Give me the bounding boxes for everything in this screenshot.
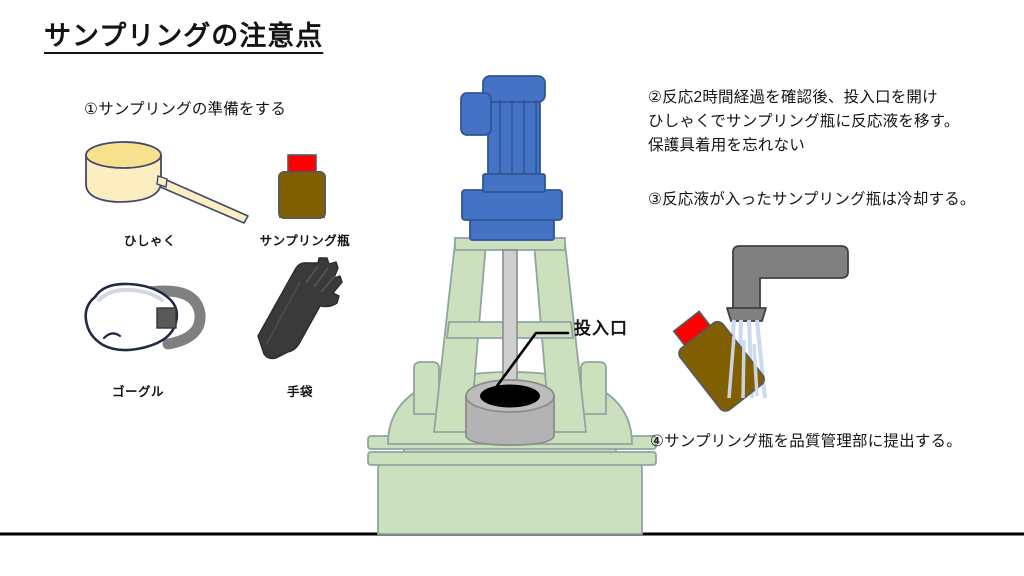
- callout-label-charging-port: 投入口: [574, 319, 628, 338]
- gloves-illustration: [257, 257, 343, 360]
- vessel-body: [377, 455, 643, 535]
- callout-leader-line: [495, 331, 570, 388]
- vessel-lug-right: [580, 361, 607, 415]
- support-crossbeam: [445, 321, 575, 339]
- step-3-text: ③反応液が入ったサンプリング瓶は冷却する。: [648, 191, 976, 208]
- motor-body: [487, 97, 541, 191]
- sampling-bottle-illustration: [278, 154, 326, 219]
- motor-cap: [482, 75, 546, 103]
- charging-port-opening: [480, 384, 540, 408]
- vessel-flange-lower: [367, 451, 657, 466]
- goggles-illustration: [84, 282, 206, 352]
- step-2-text: ②反応2時間経過を確認後、投入口を開け ひしゃくでサンプリング瓶に反応液を移す。…: [648, 89, 960, 155]
- page-title: サンプリングの注意点: [44, 21, 324, 51]
- vessel-lug-left: [413, 361, 440, 415]
- caption-bottle: サンプリング瓶: [259, 234, 351, 248]
- caption-goggles: ゴーグル: [111, 385, 165, 399]
- vessel-dome: [387, 371, 633, 445]
- cooling-bottle: [672, 310, 765, 412]
- caption-gloves: 手袋: [286, 385, 314, 399]
- caption-ladle: ひしゃく: [123, 234, 177, 248]
- faucet-spout: [726, 307, 767, 322]
- vessel-flange-upper: [367, 435, 657, 450]
- gearbox-upper: [461, 189, 563, 221]
- faucet-pipe: [732, 245, 849, 319]
- step-4-text: ④サンプリング瓶を品質管理部に提出する。: [650, 433, 962, 450]
- motor-junction-box: [460, 92, 492, 136]
- water-streams: [726, 319, 767, 399]
- ladle-illustration: [85, 141, 249, 224]
- charging-port-cylinder: [465, 395, 555, 446]
- support-leg-left: [432, 242, 487, 433]
- agitator-shaft: [502, 249, 518, 441]
- reactor-illustration: [367, 75, 657, 535]
- water-streams-front: [727, 335, 759, 399]
- gearbox-lower: [469, 217, 555, 241]
- cooling-illustration: [672, 245, 849, 412]
- step-1-text: ①サンプリングの準備をする: [84, 101, 287, 118]
